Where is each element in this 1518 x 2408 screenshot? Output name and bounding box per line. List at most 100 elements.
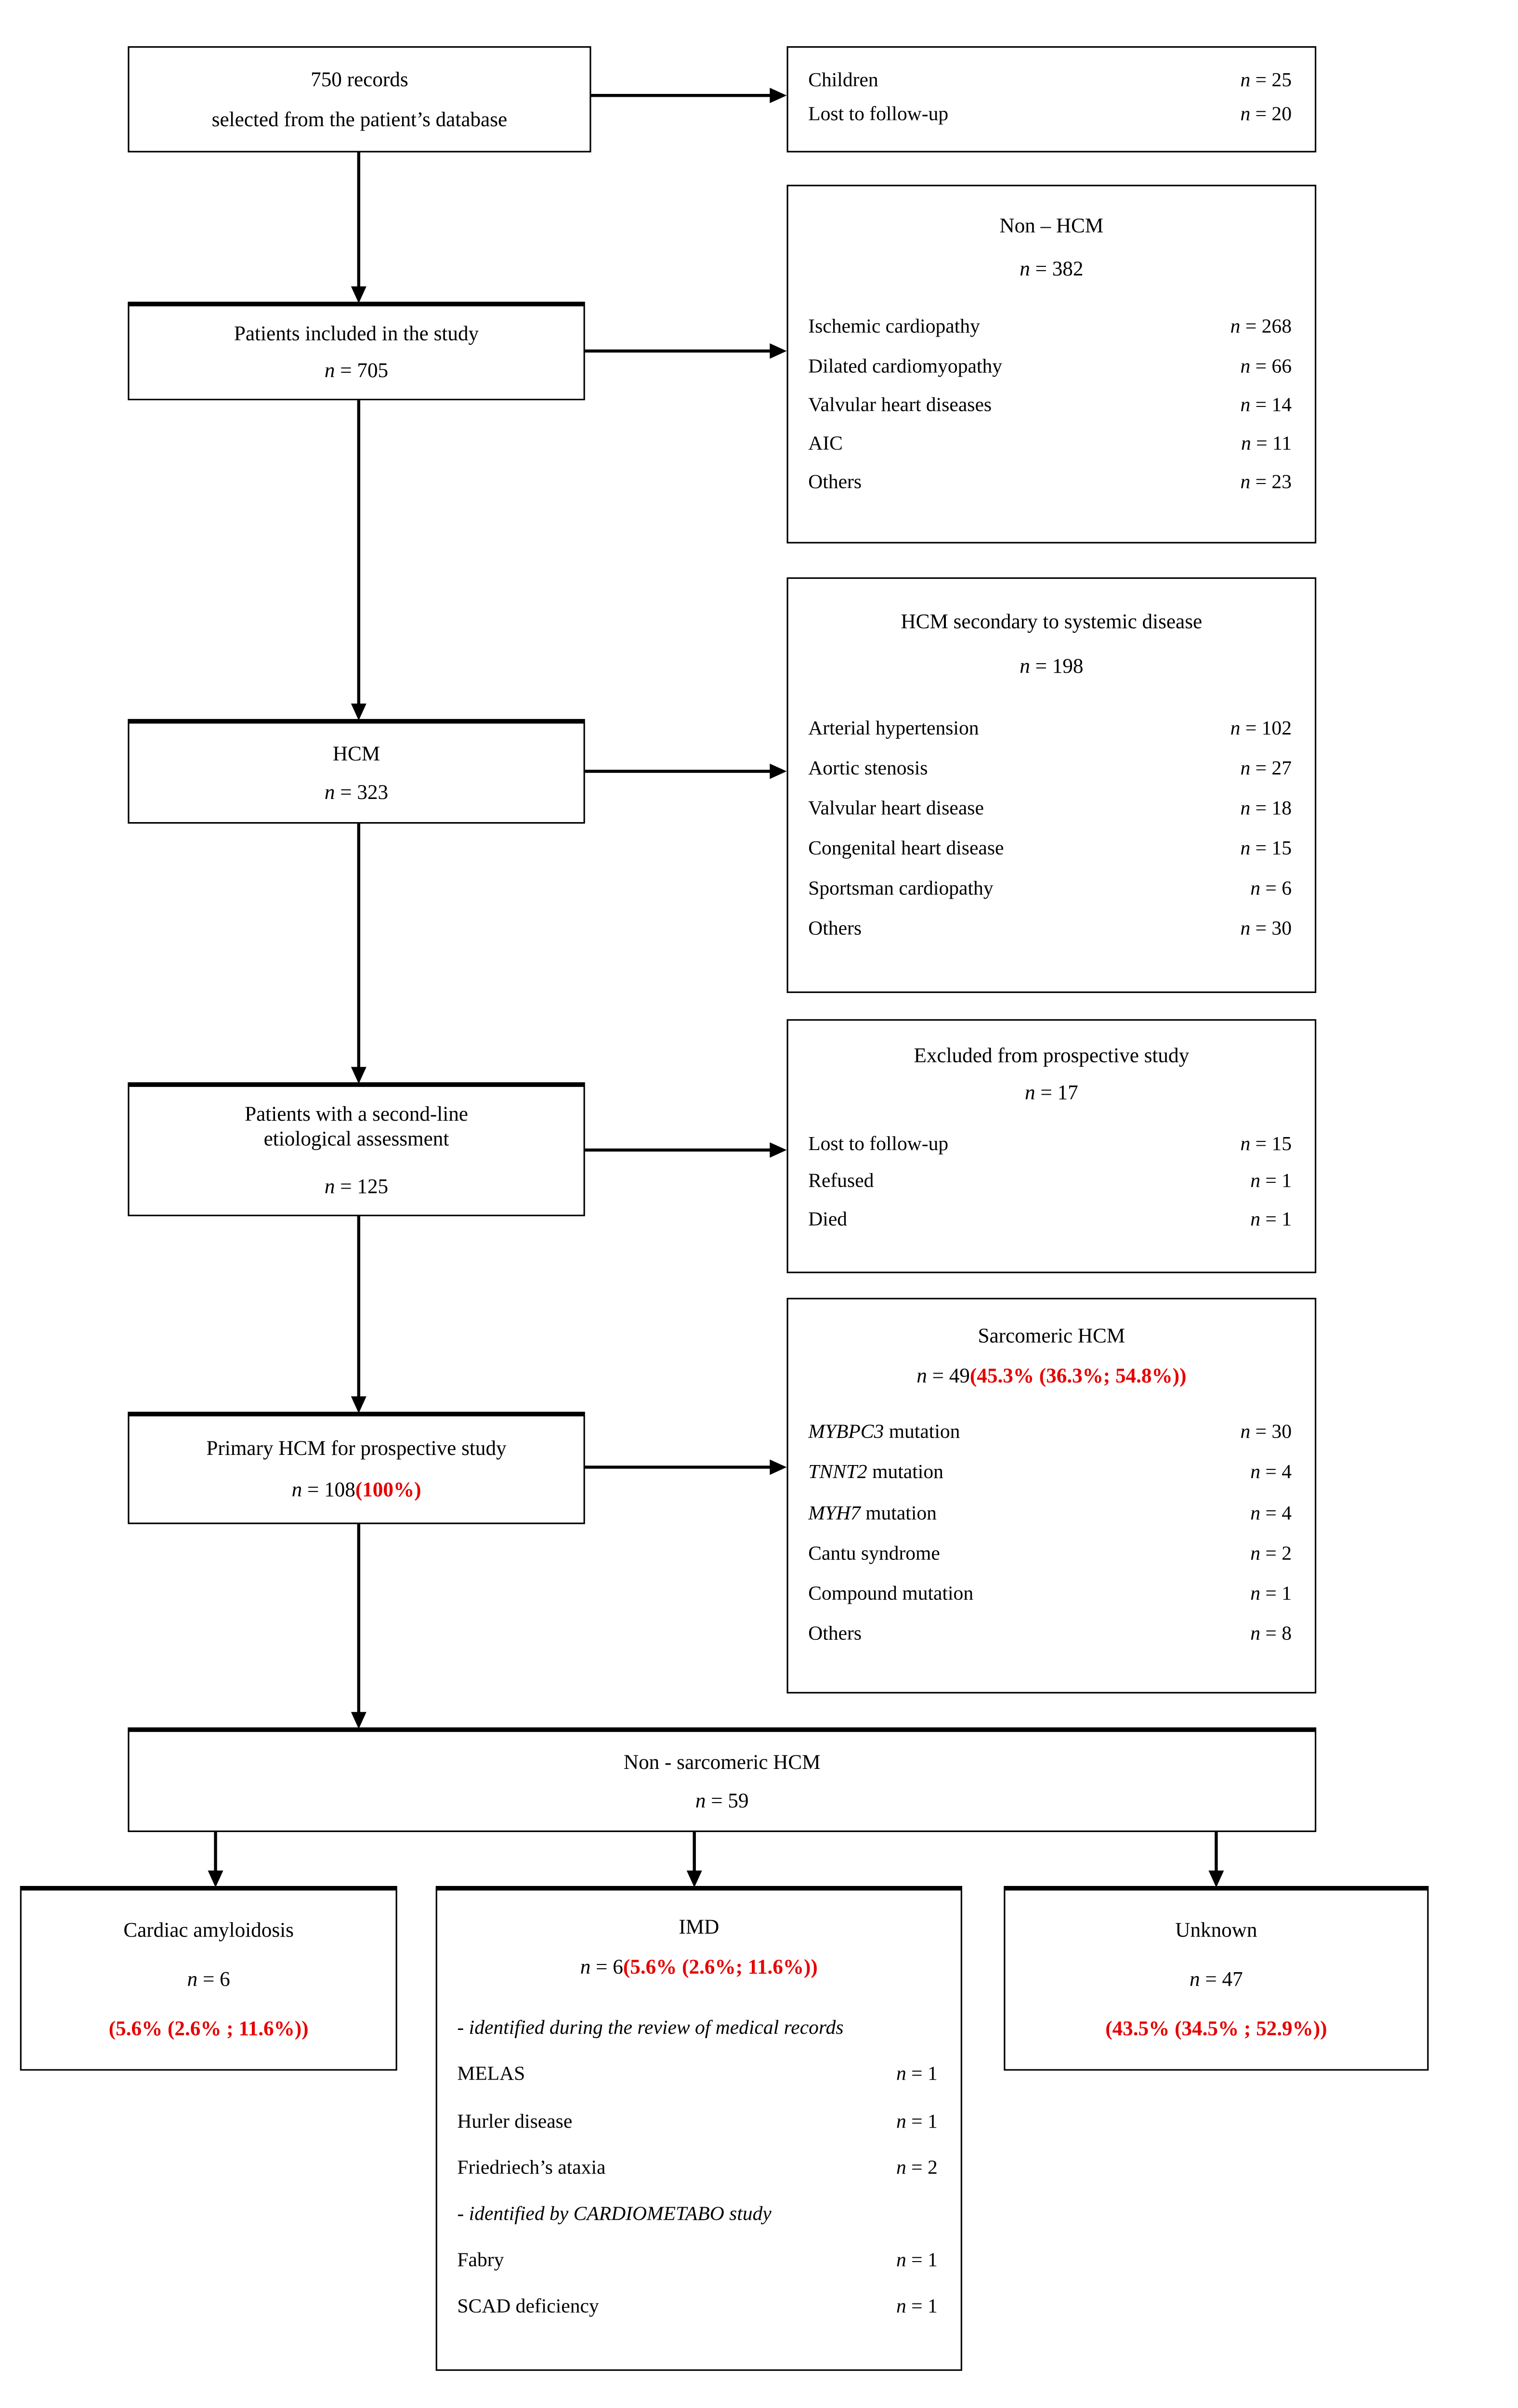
imd-n: n = 6: [580, 1954, 623, 1978]
arrowhead-included-to-hcm: [351, 703, 366, 721]
row-count: n = 1: [896, 2247, 938, 2271]
row-label: Ischemic cardiopathy: [808, 314, 980, 338]
row-label: Arterial hypertension: [808, 715, 979, 739]
list-row: Died n = 1: [808, 1206, 1295, 1231]
box-patients-included: Patients included in the study n = 705: [128, 301, 585, 401]
row-count: n = 8: [1250, 1622, 1292, 1645]
list-row: Refused n = 1: [808, 1168, 1295, 1193]
unknown-percent: (43.5% (34.5% ; 52.9%)): [1105, 2017, 1327, 2040]
arrowhead-second-line-to-excluded: [770, 1142, 787, 1158]
row-label: Compound mutation: [808, 1581, 974, 1605]
row-label: Died: [808, 1206, 848, 1230]
row-label: Refused: [808, 1168, 874, 1192]
row-label: MYH7 mutation: [808, 1500, 937, 1524]
primary-hcm-n: n = 108: [291, 1478, 355, 1502]
arrow-second-line-to-excluded: [585, 1148, 772, 1152]
list-row: AIC n = 11: [808, 431, 1295, 456]
arrow-to-amyloidosis: [214, 1832, 217, 1872]
row-count: n = 18: [1240, 796, 1292, 819]
box-second-line-assessment: Patients with a second-line etiological …: [128, 1082, 585, 1217]
row-label: Sportsman cardiopathy: [808, 876, 994, 899]
row-label: Lost to follow-up: [808, 102, 949, 126]
row-label: Friedriech’s ataxia: [457, 2155, 606, 2178]
arrow-records-to-included: [357, 152, 360, 288]
row-count: n = 25: [1240, 67, 1292, 91]
row-count: n = 1: [1250, 1206, 1292, 1230]
row-count: n = 1: [896, 2108, 938, 2132]
imd-title: IMD: [679, 1915, 720, 1938]
box-sarcomeric-hcm: Sarcomeric HCM n = 49 (45.3% (36.3%; 54.…: [786, 1297, 1317, 1694]
second-line-title-2: etiological assessment: [263, 1126, 449, 1150]
hcm-count: n = 323: [324, 780, 389, 804]
arrowhead-hcm-to-secondary: [770, 763, 787, 779]
note-row: - identified during the review of medica…: [457, 2015, 844, 2039]
primary-hcm-count: n = 108 (100%): [139, 1478, 575, 1502]
primary-hcm-title: Primary HCM for prospective study: [206, 1437, 507, 1460]
row-count: n = 66: [1240, 353, 1292, 377]
row-count: n = 2: [1250, 1541, 1292, 1564]
arrow-included-to-non-hcm: [585, 349, 772, 353]
row-label: Congenital heart disease: [808, 836, 1004, 859]
arrow-hcm-to-secondary: [585, 770, 772, 773]
row-label: Aortic stenosis: [808, 755, 928, 779]
included-count: n = 705: [324, 359, 389, 382]
arrow-records-to-children: [591, 93, 772, 97]
row-label: Dilated cardiomyopathy: [808, 353, 1003, 377]
row-label: Cantu syndrome: [808, 1541, 940, 1564]
primary-hcm-percent: (100%): [355, 1478, 421, 1502]
row-label: MELAS: [457, 2062, 525, 2085]
list-row: MELAS n = 1: [457, 2062, 941, 2087]
row-label: AIC: [808, 431, 843, 455]
row-label: MYBPC3 mutation: [808, 1420, 960, 1443]
arrowhead-hcm-to-second-line: [351, 1067, 366, 1084]
sarcomeric-count: n = 49 (45.3% (36.3%; 54.8%)): [808, 1364, 1295, 1388]
row-count: n = 6: [1250, 876, 1292, 899]
row-label: Others: [808, 470, 862, 494]
included-line-1: Patients included in the study: [234, 322, 479, 346]
row-count: n = 30: [1240, 1420, 1292, 1443]
amyloidosis-count: n = 6: [187, 1968, 230, 1991]
row-count: n = 268: [1230, 314, 1292, 338]
arrowhead-primary-to-sarcomeric: [770, 1459, 787, 1475]
box-750-records: 750 records selected from the patient’s …: [128, 46, 591, 153]
box-non-sarcomeric: Non - sarcomeric HCM n = 59: [128, 1727, 1317, 1832]
second-line-count: n = 125: [324, 1175, 389, 1199]
hcm-secondary-title: HCM secondary to systemic disease: [901, 609, 1203, 633]
row-count: n = 15: [1240, 836, 1292, 859]
second-line-title-1: Patients with a second-line: [245, 1102, 468, 1126]
row-label: Others: [808, 916, 862, 940]
row-count: n = 1: [896, 2062, 938, 2085]
box-hcm: HCM n = 323: [128, 719, 585, 824]
arrowhead-included-to-non-hcm: [770, 343, 787, 359]
row-count: n = 4: [1250, 1500, 1292, 1524]
arrowhead-records-to-children: [770, 88, 787, 104]
non-hcm-count: n = 382: [1020, 257, 1084, 281]
hcm-secondary-count: n = 198: [1020, 654, 1084, 678]
arrow-to-unknown: [1215, 1832, 1217, 1872]
box-excluded-prospective: Excluded from prospective study n = 17 L…: [786, 1019, 1317, 1273]
row-label: TNNT2 mutation: [808, 1460, 943, 1483]
row-count: n = 1: [1250, 1168, 1292, 1192]
arrowhead-to-amyloidosis: [208, 1870, 223, 1888]
row-count: n = 2: [896, 2155, 938, 2178]
row-count: n = 27: [1240, 755, 1292, 779]
imd-percent: (5.6% (2.6%; 11.6%)): [623, 1954, 818, 1978]
row-count: n = 14: [1240, 392, 1292, 416]
row-count: n = 11: [1241, 431, 1292, 455]
list-row: MYBPC3 mutation n = 30: [808, 1420, 1295, 1444]
box-primary-hcm: Primary HCM for prospective study n = 10…: [128, 1412, 585, 1524]
arrow-second-line-to-primary: [357, 1216, 360, 1398]
sarcomeric-title: Sarcomeric HCM: [978, 1324, 1125, 1348]
